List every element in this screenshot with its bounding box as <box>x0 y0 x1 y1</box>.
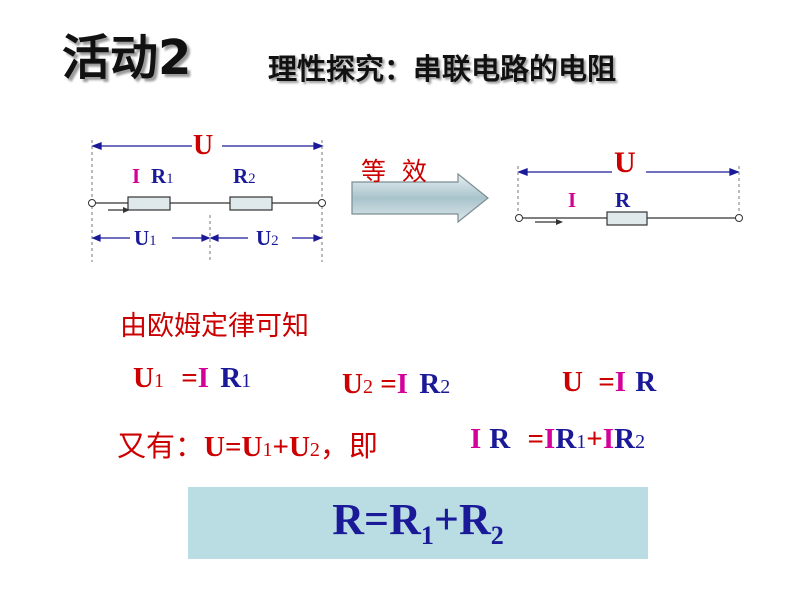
left-terminal-b <box>318 199 326 207</box>
equation-u1: U1 =I R1 <box>133 362 252 394</box>
r1-label: R1 <box>151 164 174 188</box>
u2-label: U2 <box>256 226 279 250</box>
equivalence-label: 等 效 <box>361 157 427 186</box>
left-current-arrow <box>108 207 130 213</box>
right-voltage-arrow <box>517 168 740 176</box>
u1-label: U1 <box>134 226 157 250</box>
r2-label: R2 <box>233 164 256 188</box>
right-terminal-a <box>515 214 523 222</box>
right-current-arrow <box>535 219 563 225</box>
left-terminal-a <box>88 199 96 207</box>
right-current-label: I <box>568 188 577 212</box>
resistor-r <box>606 211 648 226</box>
equation-u2: U2 =I R2 <box>342 368 451 400</box>
sum-statement: 又有：U=U1+U2，即 <box>117 429 378 463</box>
page-subtitle: 理性探究：串联电路的电阻 <box>268 52 617 86</box>
ohms-law-statement: 由欧姆定律可知 <box>120 311 309 342</box>
equivalence-arrow <box>351 172 489 224</box>
page-title: 活动2 <box>62 30 192 86</box>
result-box <box>188 487 648 559</box>
right-total-voltage-label: U <box>614 146 636 179</box>
right-resistor-label: R <box>615 188 631 212</box>
resistor-r2 <box>229 196 273 211</box>
resistor-r1 <box>127 196 171 211</box>
right-terminal-b <box>735 214 743 222</box>
equation-u: U =I R <box>562 366 657 398</box>
left-total-voltage-label: U <box>193 130 214 161</box>
result-formula: R=R1+R2 <box>332 495 504 550</box>
left-voltage-arrow <box>91 142 324 150</box>
left-current-label: I <box>132 164 141 188</box>
